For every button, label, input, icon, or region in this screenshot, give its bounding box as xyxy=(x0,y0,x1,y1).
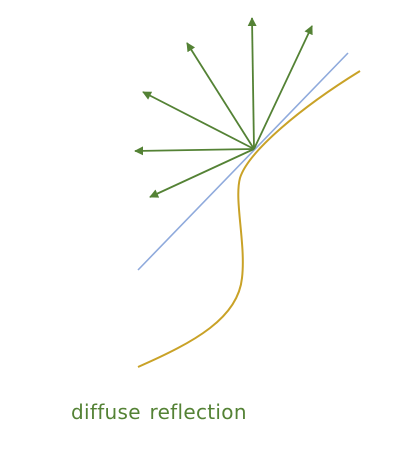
reflecting-surface-curve xyxy=(137,70,361,368)
reflected-ray-1 xyxy=(149,148,255,198)
reflected-ray-3 xyxy=(142,91,255,150)
reflected-ray-4 xyxy=(186,42,255,150)
reflected-ray-2 xyxy=(134,146,255,156)
reflected-rays xyxy=(134,17,313,198)
reflected-ray-6 xyxy=(253,25,313,150)
reflected-ray-5 xyxy=(247,17,257,150)
diagram-caption: diffuse reflection xyxy=(71,400,247,424)
tangent-line xyxy=(137,52,349,271)
